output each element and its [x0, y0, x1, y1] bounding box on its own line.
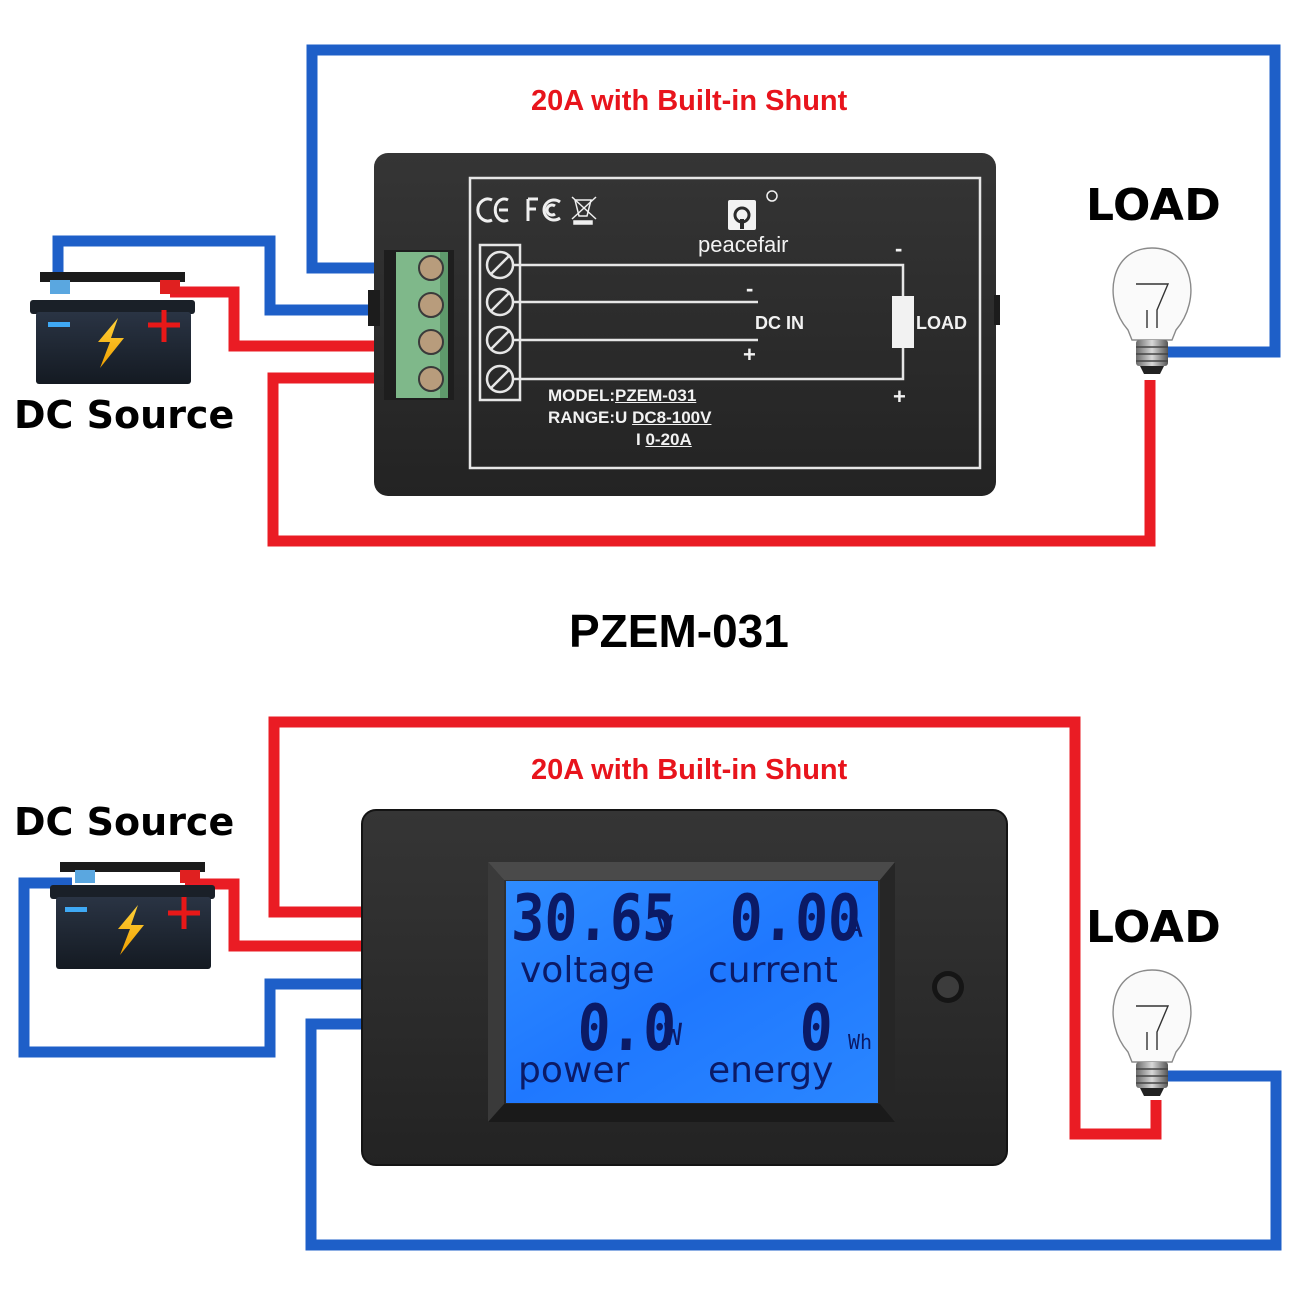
fcc-mark-icon	[526, 197, 561, 222]
top-load-label: LOAD	[1086, 180, 1222, 231]
light-bulb-icon	[1112, 247, 1192, 374]
bottom-caption: 20A with Built-in Shunt	[531, 754, 848, 786]
voltage-unit: V	[656, 910, 675, 945]
lcd-screen	[506, 881, 878, 1103]
top-caption: 20A with Built-in Shunt	[531, 85, 848, 117]
voltage-value: 30.65	[510, 882, 678, 956]
peacefair-logo-icon	[728, 190, 778, 230]
top-source-label: DC Source	[14, 393, 235, 437]
lightning-bolt-icon	[118, 905, 144, 955]
current-value: 0.00	[728, 882, 863, 956]
range-current: 0-20A	[645, 430, 692, 449]
minus-load: -	[895, 236, 903, 261]
energy-label: energy	[708, 1050, 834, 1091]
printed-terminals	[478, 243, 905, 402]
battery-icon	[30, 272, 195, 384]
bottom-positive-load-wire	[268, 716, 1162, 1140]
brand-name: peacefair	[698, 232, 789, 257]
minus-dc-in: -	[746, 276, 754, 301]
energy-unit: Wh	[848, 1030, 873, 1054]
meter-back-panel	[368, 153, 1000, 496]
top-wires	[52, 44, 1281, 547]
plus-dc-in: +	[743, 342, 756, 367]
load-resistor-symbol	[892, 296, 914, 348]
plus-load: +	[893, 384, 906, 409]
battery-minus-symbol	[48, 322, 70, 327]
model-title: PZEM-031	[569, 605, 789, 657]
battery-plus-symbol	[168, 897, 200, 929]
current-unit: A	[845, 910, 864, 945]
bottom-load-label: LOAD	[1086, 902, 1222, 953]
range-line: RANGE:U DC8-100V	[548, 408, 711, 428]
bottom-negative-load-wire	[305, 1018, 1282, 1251]
battery-minus-symbol	[65, 907, 87, 912]
light-bulb-icon	[1112, 969, 1192, 1096]
lightning-bolt-icon	[98, 318, 124, 368]
certification-marks	[476, 196, 597, 225]
bottom-wires	[18, 716, 1282, 1251]
range-current-line: I 0-20A	[636, 430, 692, 450]
reset-button[interactable]	[932, 971, 964, 1003]
load-print-label: LOAD	[916, 313, 967, 333]
bottom-source-label: DC Source	[14, 800, 235, 844]
terminal-block	[384, 250, 454, 400]
bottom-positive-source-wire	[185, 878, 365, 952]
bottom-negative-source-wire	[18, 877, 365, 1058]
range-prefix: RANGE:U	[548, 408, 628, 427]
top-positive-source-wire	[170, 286, 432, 352]
voltage-label: voltage	[520, 950, 655, 991]
top-negative-load-wire	[306, 44, 1281, 358]
model-prefix: MODEL:	[548, 386, 616, 405]
model-line: MODEL:PZEM-031	[548, 386, 696, 406]
dc-in-label: DC IN	[755, 313, 804, 333]
range-voltage: DC8-100V	[632, 408, 712, 427]
battery-icon	[50, 862, 215, 969]
ce-mark-icon	[476, 197, 509, 223]
range-current-prefix: I	[636, 430, 641, 449]
meter-front-panel	[361, 809, 1008, 1166]
model-value: PZEM-031	[615, 386, 697, 405]
weee-bin-icon	[571, 196, 597, 225]
current-label: current	[708, 950, 838, 991]
top-positive-load-wire	[267, 372, 1156, 547]
power-unit: W	[664, 1018, 683, 1053]
battery-plus-symbol	[148, 310, 180, 342]
top-negative-source-wire	[52, 235, 432, 316]
power-label: power	[518, 1050, 630, 1091]
